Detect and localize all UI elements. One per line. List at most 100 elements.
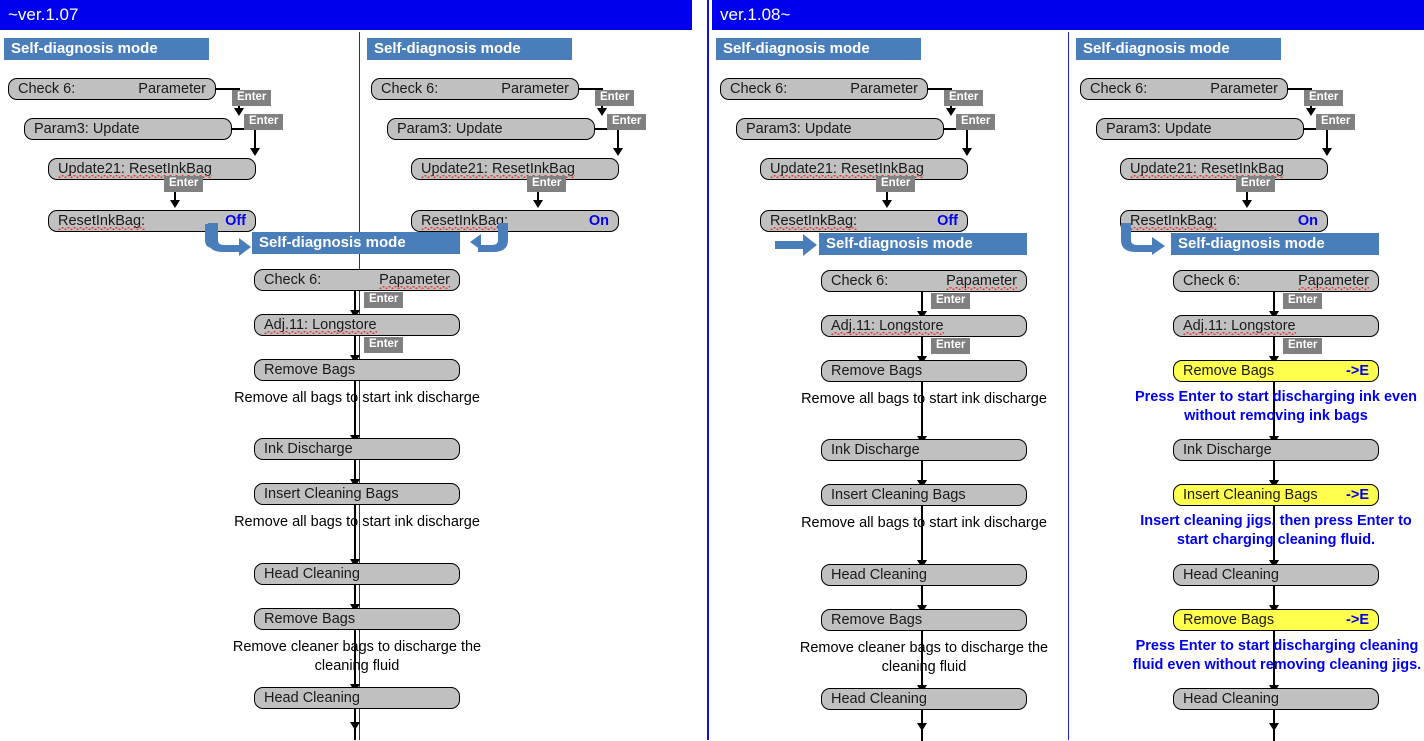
lcd-remove-bags[interactable]: Remove Bags — [254, 608, 460, 630]
lcd-resetinkbag-value[interactable]: ResetInkBag: Off — [48, 210, 256, 232]
lcd-check-parameter[interactable]: Check 6: Parameter — [1080, 78, 1288, 100]
enter-badge: Enter — [364, 337, 404, 353]
lcd-head-cleaning[interactable]: Head Cleaning — [1173, 688, 1379, 710]
lcd-param3-update[interactable]: Param3: Update — [1096, 118, 1304, 140]
connector-v — [354, 381, 356, 439]
lcd-label: Check 6: — [730, 81, 788, 97]
lcd-adj11-longstore[interactable]: Adj.11: Longstore — [1173, 315, 1379, 337]
connector-v — [966, 128, 968, 150]
lcd-adj11-longstore[interactable]: Adj.11: Longstore — [821, 315, 1027, 337]
lcd-remove-bags-enter[interactable]: Remove Bags ->E — [1173, 360, 1379, 382]
lcd-label: Insert Cleaning Bags — [831, 487, 966, 503]
flow-note: Remove all bags to start ink discharge — [234, 514, 480, 530]
lcd-label: Head Cleaning — [1183, 567, 1279, 583]
lcd-head-cleaning[interactable]: Head Cleaning — [254, 563, 460, 585]
lcd-ink-discharge[interactable]: Ink Discharge — [1173, 439, 1379, 461]
lcd-label: Remove Bags — [831, 363, 923, 379]
lcd-label: ResetInkBag: — [421, 213, 509, 230]
version-banner-right: ver.1.08~ — [712, 0, 1424, 30]
lcd-head-cleaning[interactable]: Head Cleaning — [1173, 564, 1379, 586]
connector-h — [216, 88, 240, 90]
lcd-ink-discharge[interactable]: Ink Discharge — [821, 439, 1027, 461]
lcd-resetinkbag-value[interactable]: ResetInkBag: Off — [760, 210, 968, 232]
lcd-resetinkbag-value[interactable]: ResetInkBag: On — [411, 210, 619, 232]
lcd-remove-bags[interactable]: Remove Bags — [821, 609, 1027, 631]
lcd-label: Remove Bags — [264, 362, 356, 378]
lcd-label: Adj.11: Longstore — [1183, 318, 1296, 335]
column-divider-left-panel — [359, 32, 360, 740]
arrowhead — [597, 108, 607, 116]
flow-note: Remove all bags to start ink discharge — [801, 391, 1047, 407]
status-badge: Off — [937, 213, 958, 229]
lcd-label: Check 6: — [1090, 81, 1148, 97]
lcd-value: Papameter — [379, 272, 450, 289]
lcd-label: Ink Discharge — [831, 442, 920, 458]
flow-arrow-right-icon — [775, 234, 817, 256]
lcd-label: Check 6: — [264, 272, 322, 288]
connector-v — [1273, 586, 1275, 609]
lcd-resetinkbag-value[interactable]: ResetInkBag: On — [1120, 210, 1328, 232]
lcd-check-papameter[interactable]: Check 6: Papameter — [821, 270, 1027, 292]
lcd-update21-resetinkbag[interactable]: Update21: ResetInkBag — [760, 158, 968, 180]
connector-v — [921, 292, 923, 314]
lcd-update21-resetinkbag[interactable]: Update21: ResetInkBag — [411, 158, 619, 180]
lcd-param3-update[interactable]: Param3: Update — [24, 118, 232, 140]
arrowhead — [250, 148, 260, 156]
lcd-update21-resetinkbag[interactable]: Update21: ResetInkBag — [48, 158, 256, 180]
lcd-insert-cleaning-bags[interactable]: Insert Cleaning Bags — [254, 483, 460, 505]
lcd-label: Update21: ResetInkBag — [58, 161, 212, 178]
longstore-flow-ver108-plain: Self-diagnosis mode Check 6: Papameter E… — [800, 233, 1048, 741]
lcd-param3-update[interactable]: Param3: Update — [387, 118, 595, 140]
lcd-label: Update21: ResetInkBag — [770, 161, 924, 178]
enter-badge: Enter — [364, 292, 404, 308]
lcd-remove-bags-enter[interactable]: Remove Bags ->E — [1173, 609, 1379, 631]
section-header: Self-diagnosis mode — [1076, 38, 1281, 60]
lcd-check-papameter[interactable]: Check 6: Papameter — [1173, 270, 1379, 292]
arrowhead — [234, 108, 244, 116]
lcd-insert-cleaning-bags[interactable]: Insert Cleaning Bags — [821, 484, 1027, 506]
lcd-label: Head Cleaning — [831, 567, 927, 583]
lcd-label: Head Cleaning — [264, 690, 360, 706]
flow-arrow-down-left-icon — [470, 223, 508, 252]
lcd-label: ResetInkBag: — [770, 213, 858, 230]
lcd-adj11-longstore[interactable]: Adj.11: Longstore — [254, 314, 460, 336]
lcd-head-cleaning[interactable]: Head Cleaning — [821, 688, 1027, 710]
lcd-ink-discharge[interactable]: Ink Discharge — [254, 438, 460, 460]
arrowhead — [1269, 723, 1279, 731]
lcd-label: Ink Discharge — [264, 441, 353, 457]
lcd-update21-resetinkbag[interactable]: Update21: ResetInkBag — [1120, 158, 1328, 180]
lcd-label: Adj.11: Longstore — [831, 318, 944, 335]
arrowhead — [1242, 200, 1252, 208]
flow-note: Press Enter to start discharging cleanin… — [1132, 638, 1422, 673]
arrowhead — [613, 148, 623, 156]
lcd-check-parameter[interactable]: Check 6: Parameter — [8, 78, 216, 100]
lcd-remove-bags[interactable]: Remove Bags — [254, 359, 460, 381]
enter-marker: ->E — [1346, 363, 1369, 379]
lcd-label: ResetInkBag: — [1130, 213, 1218, 230]
connector-v — [921, 506, 923, 564]
arrowhead — [917, 723, 927, 731]
lcd-param3-update[interactable]: Param3: Update — [736, 118, 944, 140]
lcd-check-parameter[interactable]: Check 6: Parameter — [720, 78, 928, 100]
arrowhead — [962, 148, 972, 156]
lcd-insert-cleaning-bags-enter[interactable]: Insert Cleaning Bags ->E — [1173, 484, 1379, 506]
lcd-label: Insert Cleaning Bags — [264, 486, 399, 502]
connector-v — [354, 505, 356, 563]
status-badge: On — [588, 213, 609, 229]
lcd-head-cleaning[interactable]: Head Cleaning — [821, 564, 1027, 586]
lcd-label: Param3: Update — [397, 121, 503, 137]
arrowhead — [1322, 148, 1332, 156]
lcd-check-parameter[interactable]: Check 6: Parameter — [371, 78, 579, 100]
lcd-check-papameter[interactable]: Check 6: Papameter — [254, 269, 460, 291]
lcd-head-cleaning[interactable]: Head Cleaning — [254, 687, 460, 709]
lcd-label: Param3: Update — [746, 121, 852, 137]
lcd-remove-bags[interactable]: Remove Bags — [821, 360, 1027, 382]
section-header: Self-diagnosis mode — [1171, 233, 1379, 255]
lcd-label: Update21: ResetInkBag — [421, 161, 575, 178]
longstore-flow-ver108-enter: Self-diagnosis mode Check 6: Papameter E… — [1133, 233, 1421, 741]
connector-h — [579, 88, 603, 90]
lcd-value: Papameter — [1298, 273, 1369, 290]
connector-v — [1326, 128, 1328, 150]
lcd-label: Param3: Update — [1106, 121, 1212, 137]
